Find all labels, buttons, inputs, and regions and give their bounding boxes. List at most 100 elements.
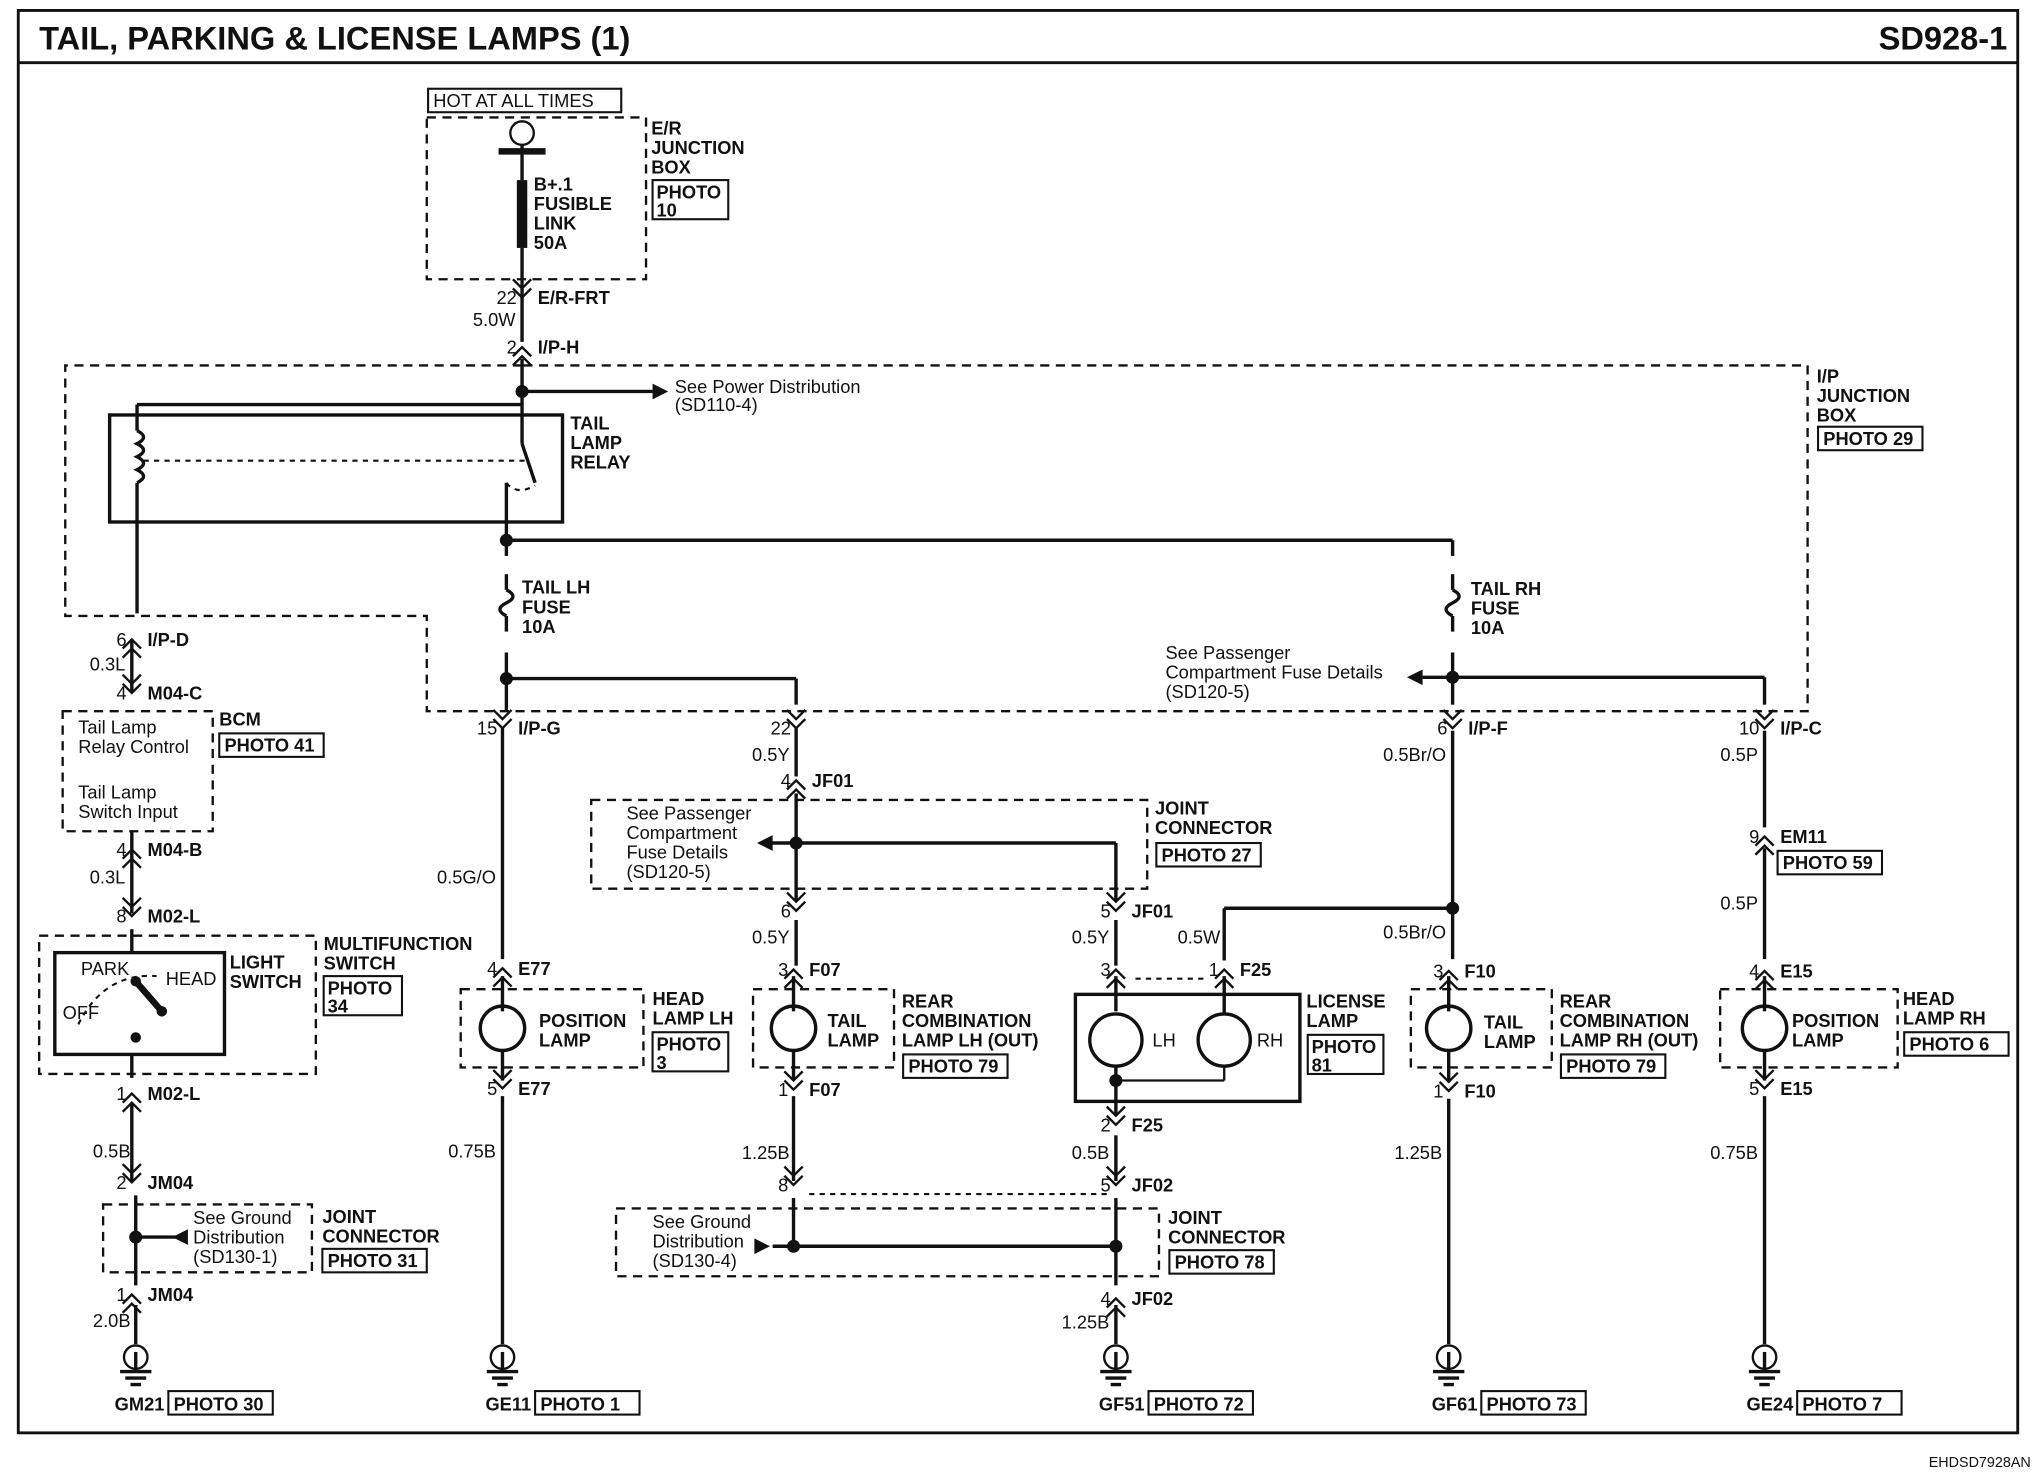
- tail-lamp-relay-box: [107, 413, 565, 524]
- head-lamp-rh-label: LAMP RH: [1903, 1007, 1986, 1028]
- head-lamp-lh-photo-box: [651, 1031, 730, 1073]
- connector-pin-number: 1: [116, 1284, 126, 1305]
- ground-photo-box: [1480, 1390, 1587, 1416]
- tail-rh-fuse-label: FUSE: [1471, 598, 1520, 619]
- head-lamp-rh-photo-box: [1903, 1031, 2010, 1057]
- connector-chevron-icon: [121, 1091, 142, 1113]
- bcm-tail-lamp-switch-input: Switch Input: [78, 801, 178, 822]
- connector-chevron-icon: [1105, 1296, 1126, 1318]
- tail-lamp-relay-label: LAMP: [570, 432, 622, 453]
- wire-size-label: 0.5Y: [752, 926, 790, 947]
- license-lamp-lh-text: LH: [1152, 1030, 1175, 1051]
- ground-point-label: GM21: [115, 1394, 165, 1415]
- ground-point-label: GF61: [1432, 1394, 1478, 1415]
- joint-connector-27-photo-box: [1155, 841, 1262, 868]
- fusible-link-icon: [516, 180, 528, 248]
- wire-size-label: 1.25B: [1062, 1311, 1110, 1332]
- connector-pin-number: 5: [1100, 900, 1110, 921]
- wire-size-label: 0.5Br/O: [1383, 921, 1446, 942]
- bcm-photo-box: [218, 732, 325, 758]
- connector-chevron-icon: [1105, 967, 1126, 989]
- joint-connector-31-photo: PHOTO 31: [328, 1250, 418, 1271]
- connector-chevron-icon: [1754, 1069, 1775, 1091]
- wire-size-label: 2.0B: [93, 1310, 131, 1331]
- jm04-joint-box: [101, 1203, 314, 1274]
- joint-connector-jf02-label: JOINT: [1168, 1207, 1222, 1228]
- wire-size-label: 0.5Br/O: [1383, 744, 1446, 765]
- connector-pin-number: 6: [1437, 718, 1447, 739]
- joint-connector-27-photo: PHOTO 27: [1162, 844, 1252, 865]
- head-lamp-lh-box: [459, 987, 645, 1069]
- rear-combination-lamp-lh-box: [751, 987, 896, 1069]
- license-lamp-lh-bulb-icon: [1088, 1012, 1144, 1068]
- wire-size-label: 0.5B: [1072, 1142, 1110, 1163]
- hot-at-all-times-box: [427, 87, 623, 114]
- tail-lh-fuse-label: FUSE: [522, 596, 571, 617]
- er-junction-photo: PHOTO: [656, 181, 721, 202]
- wire-size-label: 1.25B: [742, 1142, 790, 1163]
- connector-name: E77: [518, 1078, 551, 1099]
- license-lamp-rh-text: RH: [1257, 1030, 1283, 1051]
- connector-pin-number: 8: [778, 1174, 788, 1195]
- page-title: TAIL, PARKING & LICENSE LAMPS (1): [39, 20, 630, 57]
- connector-name: E77: [518, 958, 551, 979]
- light-switch-label: SWITCH: [230, 971, 302, 992]
- connector-chevron-icon: [121, 847, 142, 869]
- connector-chevron-icon: [1754, 834, 1775, 856]
- wire-size-label: 0.75B: [448, 1141, 496, 1162]
- rear-combination-lamp-lh-label: REAR: [902, 990, 954, 1011]
- connector-pin-number: 4: [781, 770, 791, 791]
- joint-connector-31-photo-box: [321, 1247, 428, 1274]
- connector-chevron-icon: [1754, 969, 1775, 990]
- connector-chevron-icon: [121, 673, 142, 695]
- multifunction-switch-photo: PHOTO: [328, 977, 393, 998]
- tail-rh-fuse-label: 10A: [1471, 617, 1505, 638]
- ground-photo-label: PHOTO 1: [540, 1394, 620, 1415]
- tail-lamp-rh-bulb-icon: [1424, 1004, 1473, 1053]
- connector-chevron-icon: [783, 1070, 804, 1092]
- connector-pin-number: 4: [116, 682, 126, 703]
- off-position-label: OFF: [63, 1002, 100, 1023]
- rear-combination-lamp-rh-label: REAR: [1560, 990, 1612, 1011]
- connector-pin-number: 22: [497, 287, 517, 308]
- head-lamp-rh-box: [1718, 987, 1899, 1069]
- position-lamp-lh-label: LAMP: [539, 1030, 591, 1051]
- connector-chevron-icon: [783, 967, 804, 989]
- position-lamp-lh-label: POSITION: [539, 1010, 626, 1031]
- joint-connector-jm04-label: CONNECTOR: [322, 1225, 439, 1246]
- ground-point-label: GE24: [1747, 1394, 1795, 1415]
- connector-name: JF02: [1132, 1288, 1174, 1309]
- connector-name: I/P-G: [518, 718, 561, 739]
- connector-chevron-icon: [1105, 1105, 1126, 1127]
- ground-photo-box: [1796, 1390, 1903, 1416]
- connector-name: M04-B: [147, 839, 202, 860]
- connector-pin-number: 5: [1749, 1078, 1759, 1099]
- connector-pin-number: 10: [1739, 718, 1759, 739]
- page-frame: [16, 9, 2020, 1435]
- switch-lever-icon: [133, 979, 165, 1014]
- connector-chevron-icon: [121, 637, 142, 659]
- connector-chevron-icon: [512, 345, 533, 367]
- rear-combination-lamp-rh-photo: PHOTO 79: [1566, 1056, 1656, 1077]
- hot-at-all-times-label: HOT AT ALL TIMES: [433, 90, 593, 111]
- wire-size-label: 0.5P: [1720, 744, 1758, 765]
- connector-pin-number: 6: [116, 629, 126, 650]
- bcm-tail-lamp-switch-input: Tail Lamp: [78, 782, 156, 803]
- tail-lh-fuse-label: TAIL LH: [522, 577, 590, 598]
- wire-size-label: 0.5Y: [1072, 926, 1110, 947]
- position-lamp-rh-label: LAMP: [1792, 1030, 1844, 1051]
- connector-pin-number: 3: [1100, 959, 1110, 980]
- rear-combination-lamp-lh-label: LAMP LH (OUT): [902, 1030, 1039, 1051]
- connector-name: JF02: [1132, 1174, 1174, 1195]
- wire-size-label: 1.25B: [1394, 1142, 1442, 1163]
- connector-name: M02-L: [147, 1083, 200, 1104]
- wire-size-label: 5.0W: [473, 309, 516, 330]
- tail-lamp-rh-label: TAIL: [1484, 1011, 1523, 1032]
- er-junction-box-label: JUNCTION: [651, 137, 744, 158]
- ip-junction-box: [64, 364, 1809, 713]
- connector-chevron-icon: [786, 709, 807, 730]
- ground-photo-label: PHOTO 73: [1487, 1394, 1577, 1415]
- relay-switch-arm: [520, 443, 537, 484]
- connector-pin-number: 1: [778, 1079, 788, 1100]
- tail-lamp-lh-label: TAIL: [827, 1010, 866, 1031]
